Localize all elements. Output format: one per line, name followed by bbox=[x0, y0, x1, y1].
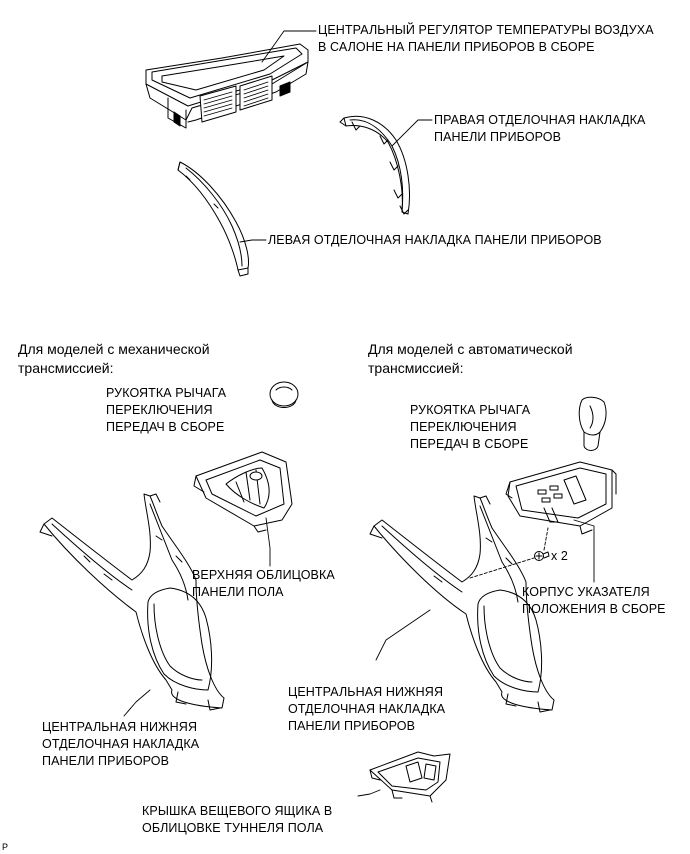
mt-upper-console-panel-part bbox=[194, 452, 292, 532]
label-position-indicator: КОРПУС УКАЗАТЕЛЯ ПОЛОЖЕНИЯ В СБОРЕ bbox=[522, 585, 666, 616]
label-mt-lower-center-trim: ЦЕНТРАЛЬНАЯ НИЖНЯЯ ОТДЕЛОЧНАЯ НАКЛАДКА П… bbox=[42, 720, 200, 768]
at-shift-knob-part bbox=[579, 397, 606, 450]
label-at-shift-knob: РУКОЯТКА РЫЧАГА ПЕРЕКЛЮЧЕНИЯ ПЕРЕДАЧ В С… bbox=[410, 403, 531, 451]
label-left-trim: ЛЕВАЯ ОТДЕЛОЧНАЯ НАКЛАДКА ПАНЕЛИ ПРИБОРО… bbox=[268, 233, 602, 247]
at-position-indicator-part bbox=[506, 462, 616, 534]
reference-mark: P bbox=[2, 842, 9, 852]
label-console-box-cover: КРЫШКА ВЕЩЕВОГО ЯЩИКА В ОБЛИЦОВКЕ ТУННЕЛ… bbox=[142, 804, 333, 835]
at-lower-center-trim-part bbox=[370, 496, 554, 712]
label-center-temp-regulator: ЦЕНТРАЛЬНЫЙ РЕГУЛЯТОР ТЕМПЕРАТУРЫ ВОЗДУХ… bbox=[318, 23, 654, 54]
right-trim-part bbox=[340, 116, 410, 214]
label-upper-console-panel: ВЕРХНЯЯ ОБЛИЦОВКА ПАНЕЛИ ПОЛА bbox=[192, 568, 335, 599]
header-manual-transmission: Для моделей с механической трансмиссией: bbox=[18, 341, 210, 376]
mt-lower-center-trim-part bbox=[40, 494, 224, 710]
leader-lines bbox=[124, 31, 594, 796]
label-right-trim: ПРАВАЯ ОТДЕЛОЧНАЯ НАКЛАДКА ПАНЕЛИ ПРИБОР… bbox=[434, 113, 646, 144]
label-mt-shift-knob: РУКОЯТКА РЫЧАГА ПЕРЕКЛЮЧЕНИЯ ПЕРЕДАЧ В С… bbox=[106, 386, 227, 434]
screw-part bbox=[535, 552, 550, 561]
center-temp-regulator-part bbox=[146, 44, 308, 128]
left-trim-part bbox=[178, 162, 249, 276]
console-box-cover-part bbox=[370, 752, 450, 802]
label-screw-quantity: x 2 bbox=[551, 549, 568, 563]
mt-shift-knob-part bbox=[270, 382, 298, 408]
header-automatic-transmission: Для моделей с автоматической трансмиссие… bbox=[368, 341, 573, 376]
label-at-lower-center-trim: ЦЕНТРАЛЬНАЯ НИЖНЯЯ ОТДЕЛОЧНАЯ НАКЛАДКА П… bbox=[288, 685, 446, 733]
